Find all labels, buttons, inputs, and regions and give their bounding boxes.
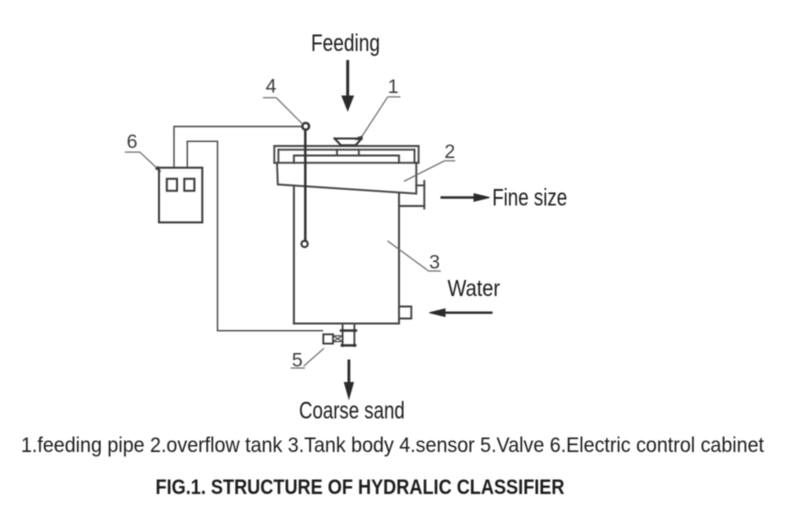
svg-text:FIG.1. STRUCTURE OF HYDRALIC C: FIG.1. STRUCTURE OF HYDRALIC CLASSIFIER	[156, 476, 565, 499]
svg-text:2: 2	[444, 141, 455, 163]
svg-text:Feeding: Feeding	[311, 30, 380, 57]
svg-text:3: 3	[429, 251, 440, 273]
svg-text:Coarse sand: Coarse sand	[299, 397, 405, 424]
svg-text:6: 6	[127, 131, 138, 153]
svg-text:1: 1	[388, 76, 399, 98]
svg-text:4: 4	[266, 75, 277, 97]
svg-text:1.feeding pipe 2.overflow tank: 1.feeding pipe 2.overflow tank 3.Tank bo…	[21, 433, 764, 457]
svg-text:5: 5	[292, 350, 303, 372]
svg-text:Water: Water	[448, 275, 501, 301]
svg-text:Fine size: Fine size	[492, 185, 567, 212]
